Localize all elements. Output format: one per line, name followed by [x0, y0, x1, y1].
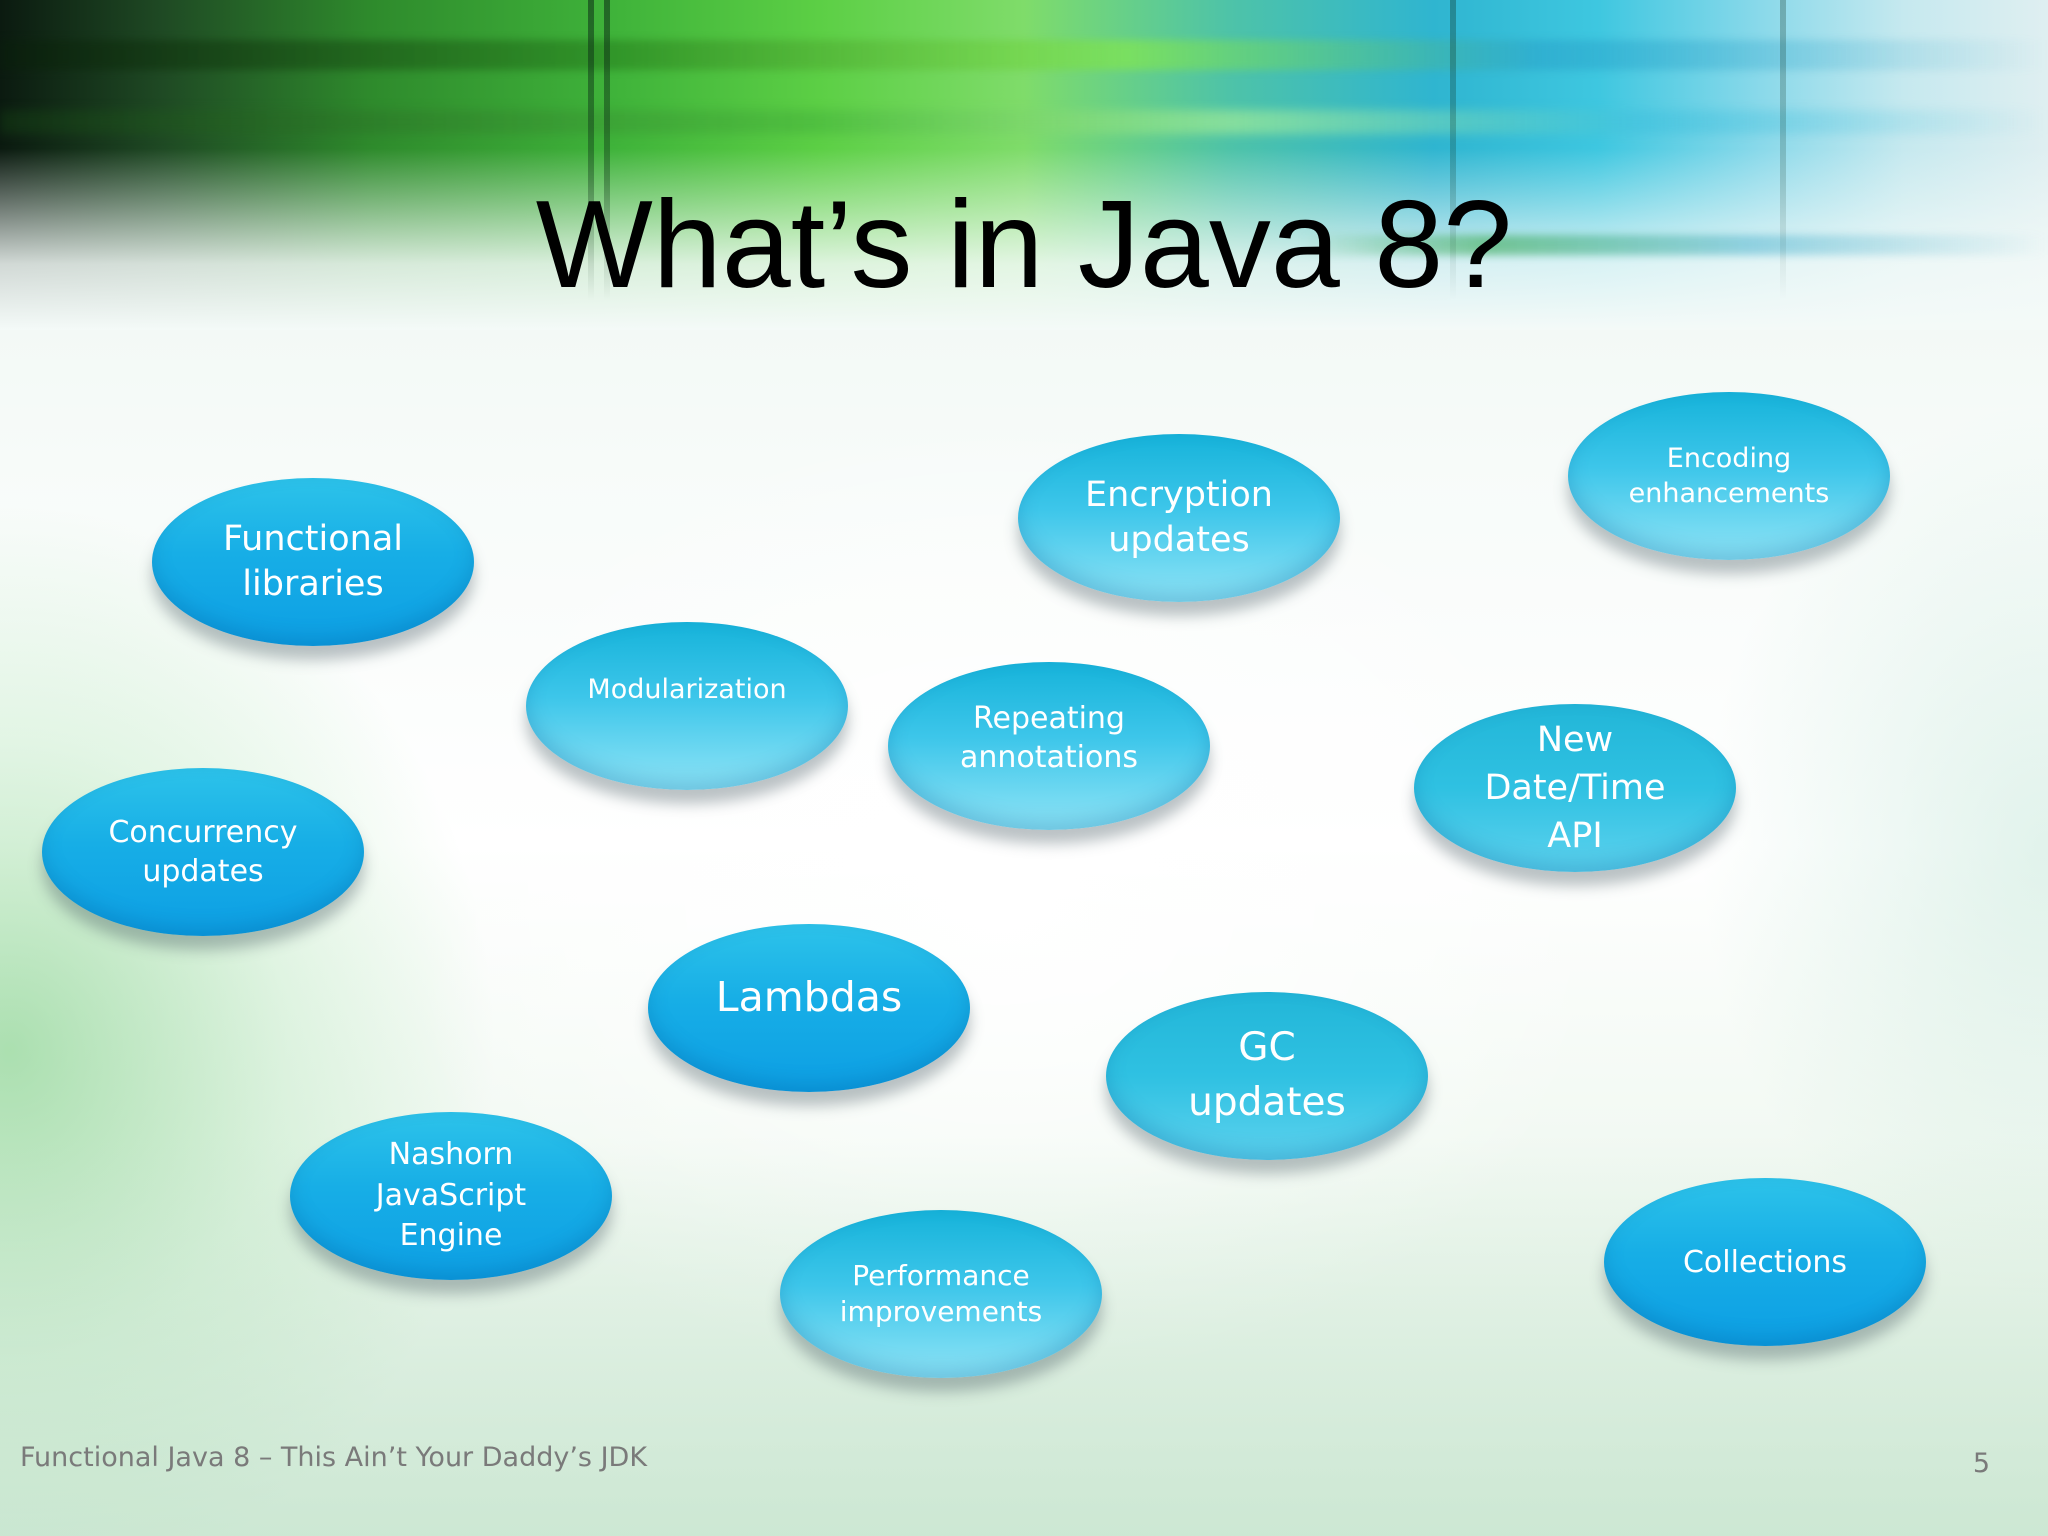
- banner-stripe: [0, 110, 2048, 134]
- bubble-label: Concurrency updates: [108, 815, 298, 889]
- bubble-label: Performance improvements: [839, 1258, 1043, 1328]
- banner-line: [1450, 0, 1456, 300]
- bubble-encryption-updates: Encryption updates: [1018, 434, 1340, 602]
- bubble-label: Functional libraries: [222, 518, 404, 605]
- bubble-label: Lambdas: [715, 973, 903, 1022]
- bubble-label: Repeating annotations: [959, 701, 1138, 775]
- header-banner: [0, 0, 2048, 330]
- bubble-nashorn-javascript-engine: Nashorn JavaScript Engine: [290, 1112, 612, 1280]
- banner-line: [588, 0, 594, 300]
- banner-stripe: [0, 40, 2048, 70]
- bubble-lambdas: Lambdas: [648, 924, 970, 1092]
- bubble-label: New Date/Time API: [1484, 719, 1666, 857]
- bubble-new-date-time-api: New Date/Time API: [1414, 704, 1736, 872]
- bubble-label: Modularization: [587, 674, 787, 706]
- bubble-encoding-enhancements: Encoding enhancements: [1568, 392, 1890, 560]
- footer-text: Functional Java 8 – This Ain’t Your Dadd…: [20, 1442, 648, 1473]
- bubble-repeating-annotations: Repeating annotations: [888, 662, 1210, 830]
- bubble-label: Encryption updates: [1085, 474, 1273, 561]
- bubble-label: Collections: [1682, 1244, 1848, 1280]
- bubble-label: Encoding enhancements: [1628, 442, 1830, 509]
- bubble-gc-updates: GC updates: [1106, 992, 1428, 1160]
- bubble-label: GC updates: [1188, 1025, 1346, 1125]
- bubble-functional-libraries: Functional libraries: [152, 478, 474, 646]
- banner-stripe: [1300, 235, 2048, 255]
- slide-title: What’s in Java 8?: [535, 176, 1513, 314]
- bubble-modularization: Modularization: [526, 622, 848, 790]
- banner-line: [604, 0, 610, 300]
- page-number: 5: [1972, 1448, 1990, 1479]
- bubble-collections: Collections: [1604, 1178, 1926, 1346]
- bubble-performance-improvements: Performance improvements: [780, 1210, 1102, 1378]
- banner-line: [1780, 0, 1786, 300]
- bubble-concurrency-updates: Concurrency updates: [42, 768, 364, 936]
- bubble-label: Nashorn JavaScript Engine: [375, 1136, 527, 1254]
